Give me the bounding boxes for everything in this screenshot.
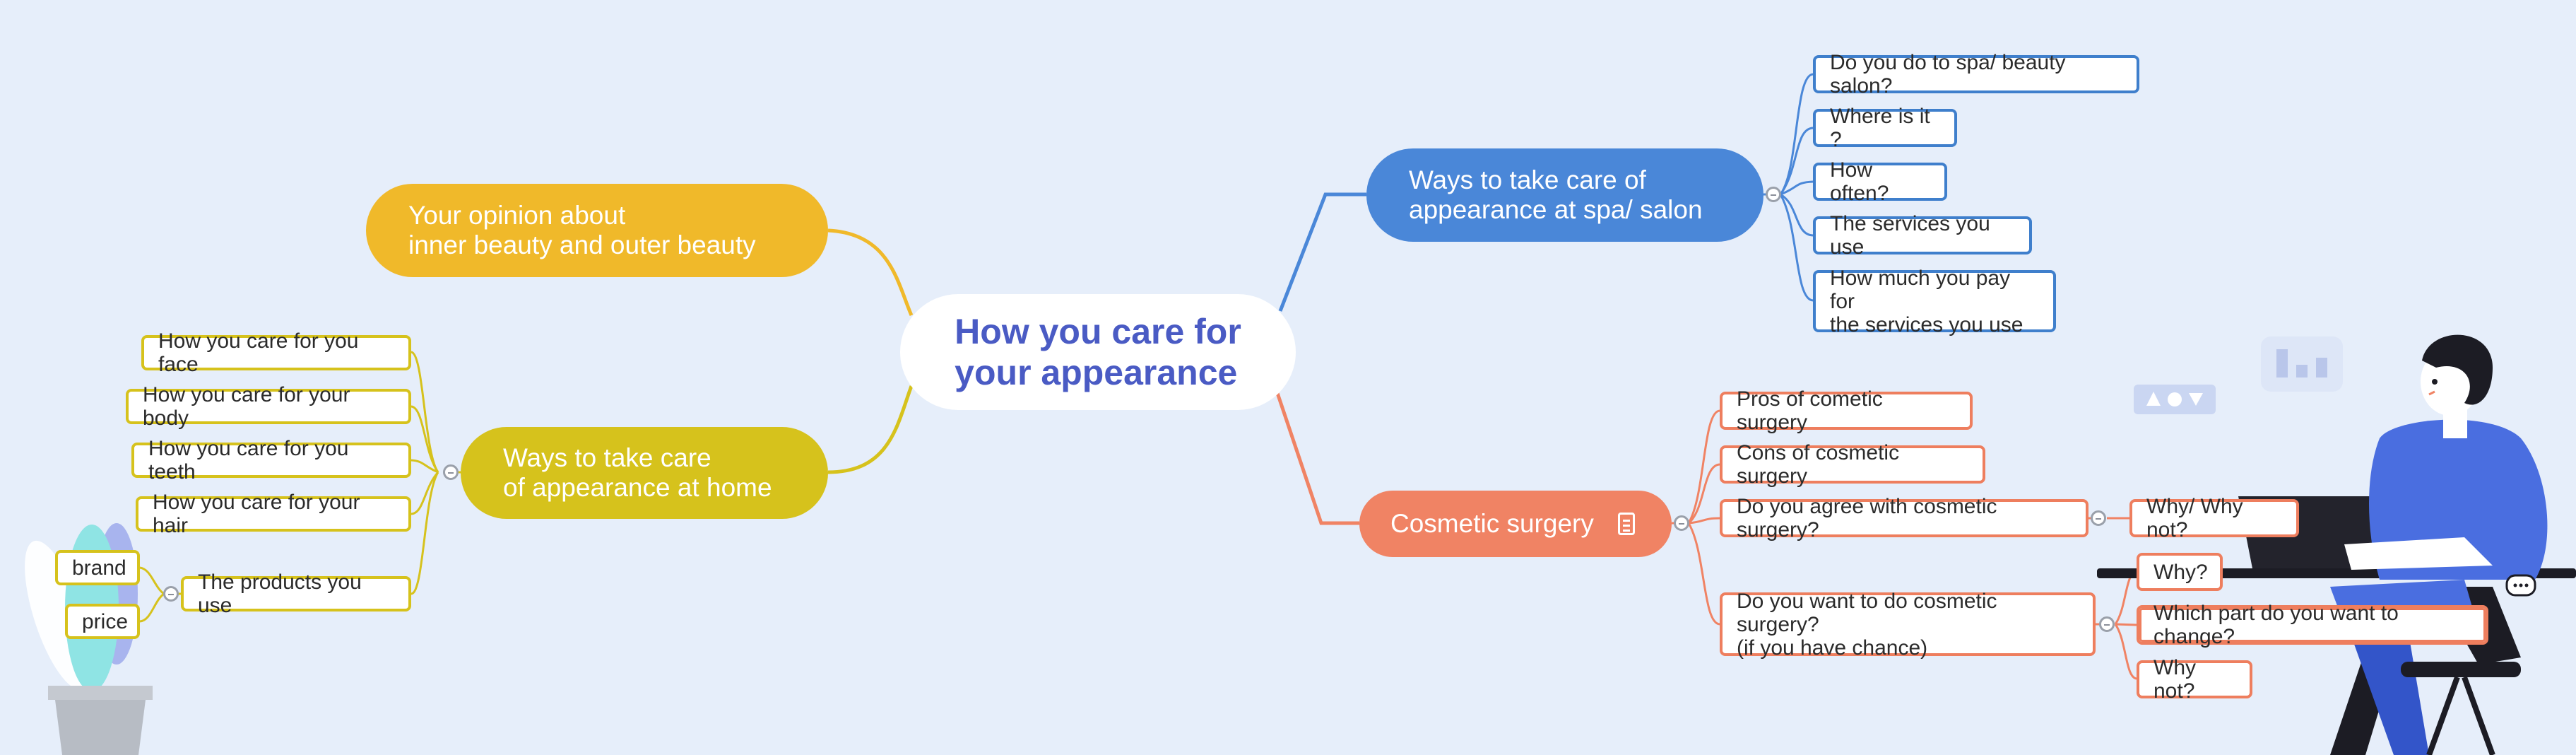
leaf-label: Why/ Why not? [2146,495,2243,542]
leaf-label: Why? [2153,560,2208,584]
leaf-label: Do you do to spa/ beauty salon? [1830,51,2066,98]
branch-opinion[interactable]: Your opinion about inner beauty and oute… [366,184,828,277]
branch-surgery-label: Cosmetic surgery [1390,509,1594,538]
leaf-want-why-not[interactable]: Why not? [2137,656,2252,703]
leaf-home-body[interactable]: How you care for your body [126,383,411,430]
leaf-label: Cons of cosmetic surgery [1737,441,1900,488]
collapse-toggle-products[interactable] [163,586,179,602]
leaf-home-face[interactable]: How you care for you face [141,329,411,376]
chart-card-icon [2261,336,2343,392]
branch-home-label: Ways to take care of appearance at home [503,443,772,502]
collapse-toggle-surgery[interactable] [1674,515,1689,531]
leaf-label: How you care for you teeth [148,437,349,484]
leaf-surgery-want[interactable]: Do you want to do cosmetic surgery? (if … [1720,590,2096,660]
leaf-want-why[interactable]: Why? [2137,553,2223,591]
leaf-label: brand [72,556,126,580]
leaf-label: How much you pay for the services you us… [1830,266,2023,336]
collapse-toggle-home[interactable] [443,464,459,480]
leaf-label: Do you want to do cosmetic surgery? (if … [1737,589,1997,660]
leaf-label: Do you agree with cosmetic surgery? [1737,495,1997,542]
leaf-label: Pros of cometic surgery [1737,387,1883,434]
collapse-toggle-spa[interactable] [1766,187,1781,202]
leaf-spa-services[interactable]: The services you use [1813,212,2032,259]
central-topic[interactable]: How you care for your appearance [900,294,1296,410]
leaf-label: The services you use [1830,212,1990,259]
leaf-label: How you care for your hair [153,491,360,537]
leaf-label: Why not? [2153,656,2196,703]
leaf-surgery-pros[interactable]: Pros of cometic surgery [1720,387,1973,434]
branch-opinion-label: Your opinion about inner beauty and oute… [408,201,756,259]
leaf-spa-where[interactable]: Where is it ? [1813,105,1957,151]
branch-home[interactable]: Ways to take care of appearance at home [461,427,828,519]
leaf-home-hair[interactable]: How you care for your hair [136,491,411,537]
collapse-toggle-agree[interactable] [2091,510,2106,526]
leaf-want-which-part[interactable]: Which part do you want to change? [2137,602,2488,648]
leaf-label: The products you use [198,570,362,617]
leaf-label: How often? [1830,158,1889,205]
branch-spa-label: Ways to take care of appearance at spa/ … [1409,165,1703,224]
leaf-label: Where is it ? [1830,105,1930,151]
leaf-spa-visit[interactable]: Do you do to spa/ beauty salon? [1813,51,2139,98]
collapse-toggle-want[interactable] [2099,616,2115,632]
leaf-label: How you care for you face [158,329,359,376]
note-icon[interactable] [1617,513,1635,535]
leaf-surgery-agree[interactable]: Do you agree with cosmetic surgery? [1720,495,2088,542]
shapes-card-icon [2134,385,2216,414]
central-topic-label: How you care for your appearance [955,312,1241,392]
leaf-label: How you care for your body [143,383,350,430]
leaf-home-products[interactable]: The products you use [181,570,411,617]
branch-spa[interactable]: Ways to take care of appearance at spa/ … [1366,148,1763,242]
leaf-products-brand[interactable]: brand [55,550,140,585]
leaf-home-teeth[interactable]: How you care for you teeth [131,437,411,484]
leaf-label: price [82,609,129,633]
leaf-label: Which part do you want to change? [2153,602,2399,648]
branch-surgery[interactable]: Cosmetic surgery [1359,491,1672,557]
leaf-surgery-cons[interactable]: Cons of cosmetic surgery [1720,441,1985,488]
leaf-products-price[interactable]: price [65,604,140,639]
leaf-spa-often[interactable]: How often? [1813,158,1947,205]
leaf-spa-pay[interactable]: How much you pay for the services you us… [1813,267,2056,336]
leaf-agree-why[interactable]: Why/ Why not? [2129,495,2299,542]
